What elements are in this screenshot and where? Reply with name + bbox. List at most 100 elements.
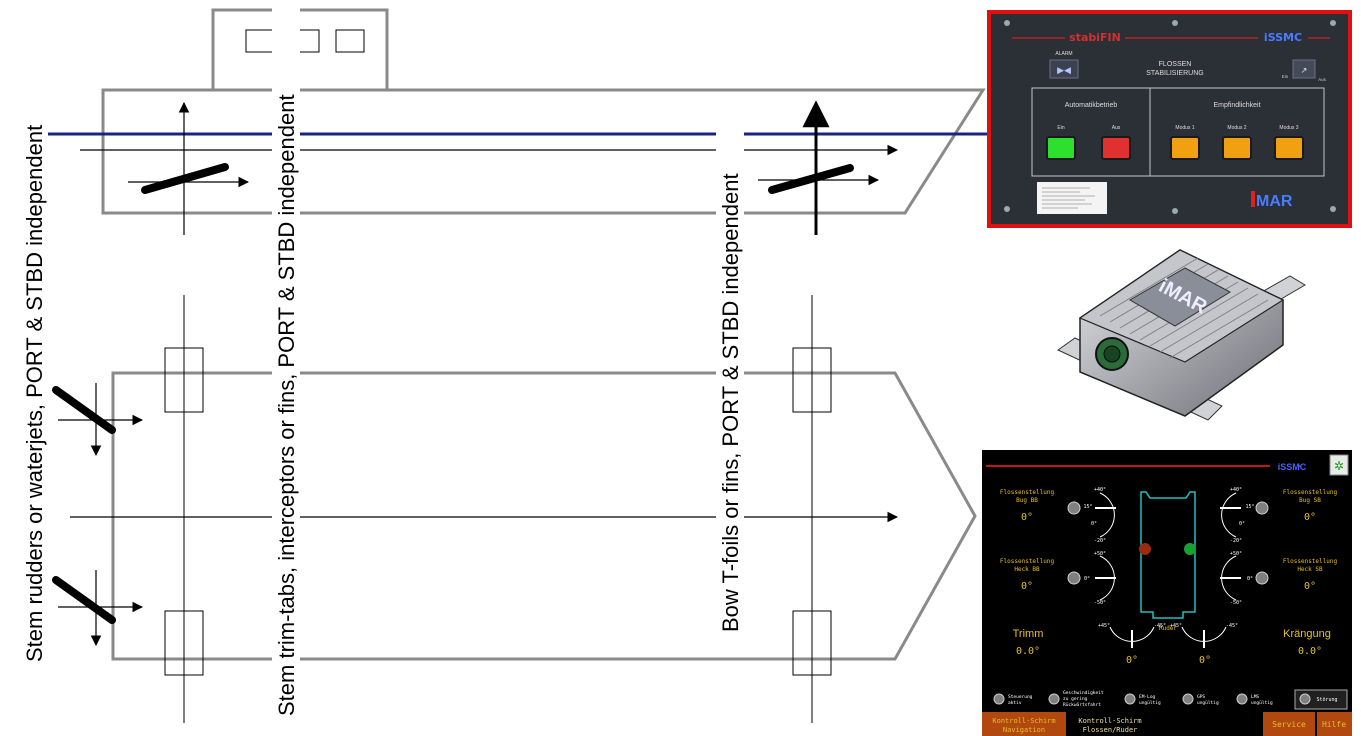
recycle-icon: ✲ <box>1334 459 1344 473</box>
auto-on-button[interactable] <box>1047 137 1075 159</box>
imar-logo: iMAR <box>1252 193 1293 210</box>
top-view <box>56 295 975 723</box>
bug-sb-title-2: Bug SB <box>1299 497 1321 504</box>
status-0-l2: aktiv <box>1008 700 1022 706</box>
status-led-icon <box>1125 694 1135 704</box>
screw-icon <box>1004 20 1010 26</box>
screw-icon <box>1172 208 1178 214</box>
gtr-2: 0° <box>1239 521 1245 527</box>
gauge-knob-icon[interactable] <box>1068 572 1080 584</box>
panel-title-1: FLOSSEN <box>1159 61 1192 68</box>
stbd-indicator <box>1184 543 1196 555</box>
heck-sb-title-2: Heck SB <box>1297 566 1323 573</box>
bug-bb-title-2: Bug BB <box>1016 497 1038 504</box>
gmr-1: 0° <box>1247 576 1253 582</box>
rs-2: +45° <box>1170 623 1182 629</box>
auto-title: Automatikbetrieb <box>1065 102 1118 109</box>
side-view <box>45 10 1000 235</box>
label-bow-tfoils: Bow T-foils or fins, PORT & STBD indepen… <box>718 173 743 632</box>
screw-icon <box>1330 20 1336 26</box>
status-led-icon <box>1049 694 1059 704</box>
tab-nav-line2: Navigation <box>1003 726 1045 734</box>
type-plate <box>1037 182 1107 214</box>
mode1-button[interactable] <box>1171 137 1199 159</box>
vertical-labels: Stem rudders or waterjets, PORT & STBD i… <box>20 5 744 718</box>
rudder-right-value: 0° <box>1199 655 1211 666</box>
brand-issmc: iSSMC <box>1264 31 1302 44</box>
trimm-label: Trimm <box>1013 628 1044 640</box>
tab-fin-line1: Kontroll-Schirm <box>1078 717 1141 725</box>
bow-foil <box>772 168 850 190</box>
control-screen: iSSMC ✲ Flossenstellung Bug BB Flossenst… <box>982 450 1352 736</box>
heck-sb-value: 0° <box>1304 581 1316 592</box>
alarm-label: ALARM <box>1055 51 1072 57</box>
status-1-l3: Rückwärtsfahrt <box>1063 702 1101 708</box>
status-3-l2: ungültig <box>1197 700 1219 706</box>
status-3-l1: GPS <box>1197 694 1205 700</box>
rudder-stbd <box>56 580 112 620</box>
rs-0: +45° <box>1098 623 1110 629</box>
heck-bb-value: 0° <box>1021 581 1033 592</box>
gtl-2: 0° <box>1091 521 1097 527</box>
status-4-l1: LMS <box>1251 694 1259 700</box>
mode1-label: Modus 1 <box>1175 125 1194 131</box>
label-stem-rudders: Stem rudders or waterjets, PORT & STBD i… <box>22 125 47 662</box>
heck-sb-title-1: Flossenstellung <box>1283 558 1338 565</box>
status-1-l1: Geschwindigkeit <box>1063 690 1104 696</box>
gtl-3: -20° <box>1094 538 1106 544</box>
heck-bb-title-1: Flossenstellung <box>1000 558 1055 565</box>
brand-stabifin: stabiFIN <box>1069 31 1121 44</box>
service-label: Service <box>1272 720 1306 729</box>
status-2-l2: ungültig <box>1139 700 1161 706</box>
gtl-0: +40° <box>1094 487 1106 493</box>
tab-fin-line2: Flossen/Ruder <box>1083 726 1138 734</box>
stern-fin <box>145 167 225 190</box>
auto-on-label: Ein <box>1057 125 1064 131</box>
hilfe-label: Hilfe <box>1322 720 1346 729</box>
gauge-knob-icon[interactable] <box>1068 502 1080 514</box>
hull-top-outline <box>113 373 975 659</box>
window <box>246 30 274 52</box>
window <box>336 30 364 52</box>
gml-0: +50° <box>1094 551 1106 557</box>
status-4-l2: ungültig <box>1251 700 1273 706</box>
screw-icon <box>1330 206 1336 212</box>
kraengung-label: Krängung <box>1283 628 1331 640</box>
bug-sb-value: 0° <box>1304 512 1316 523</box>
mode2-button[interactable] <box>1223 137 1251 159</box>
panel-title-2: STABILISIERUNG <box>1146 70 1203 77</box>
mode2-label: Modus 2 <box>1227 125 1246 131</box>
gml-1: 0° <box>1084 576 1090 582</box>
stoerung-led-icon <box>1300 694 1310 704</box>
bug-bb-title-1: Flossenstellung <box>1000 489 1055 496</box>
screw-icon <box>1172 20 1178 26</box>
gtr-0: +40° <box>1230 487 1242 493</box>
control-panel: stabiFIN iSSMC ALARM ▶◀ FLOSSEN STABILIS… <box>987 10 1352 228</box>
heck-bb-title-2: Heck BB <box>1014 566 1040 573</box>
trimm-value: 0.0° <box>1016 646 1040 657</box>
gtr-3: -20° <box>1230 538 1242 544</box>
status-led-icon <box>1183 694 1193 704</box>
hull-side-outline <box>103 90 983 213</box>
status-1-l2: zu gering <box>1063 696 1088 702</box>
auto-off-button[interactable] <box>1102 137 1130 159</box>
switch-lever-icon: ↗ <box>1301 66 1308 75</box>
switch-ein-label: Ein <box>1282 74 1289 79</box>
gauge-knob-icon[interactable] <box>1256 572 1268 584</box>
label-stem-trimtabs: Stem trim-tabs, interceptors or fins, PO… <box>274 94 299 716</box>
mode3-button[interactable] <box>1275 137 1303 159</box>
gml-2: -50° <box>1094 600 1106 606</box>
gauge-knob-icon[interactable] <box>1256 502 1268 514</box>
rs-3: -45° <box>1226 623 1238 629</box>
mode3-label: Modus 3 <box>1279 125 1298 131</box>
auto-off-label: Aus <box>1112 125 1121 131</box>
rs-1: -45° <box>1154 623 1166 629</box>
bug-bb-value: 0° <box>1021 512 1033 523</box>
status-2-l1: EM-Log <box>1139 694 1156 700</box>
sens-title: Empfindlichkeit <box>1213 102 1260 109</box>
screw-icon <box>1004 206 1010 212</box>
status-0-l1: Steuerung <box>1008 694 1033 700</box>
status-led-icon <box>994 694 1004 704</box>
alarm-speaker-icon: ▶◀ <box>1057 65 1071 75</box>
